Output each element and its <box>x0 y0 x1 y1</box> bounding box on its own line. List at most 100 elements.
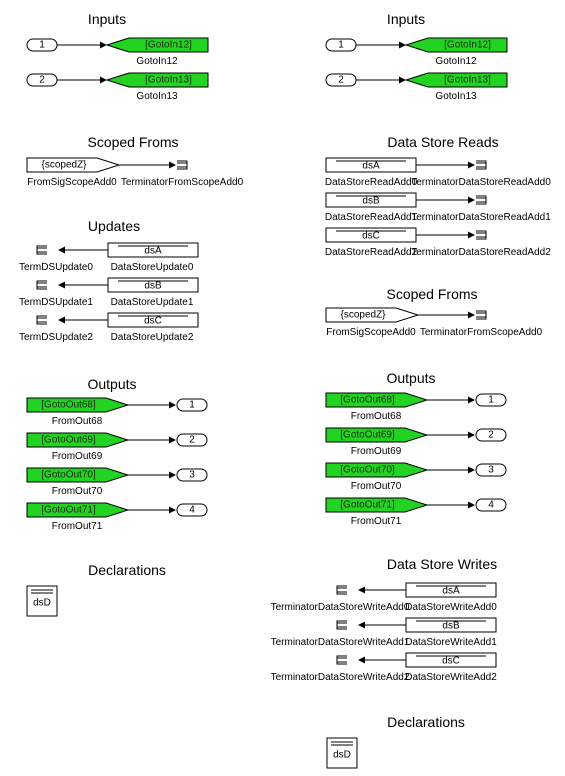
right-ds-read-1-store[interactable]: dsA <box>362 160 380 172</box>
left-from-out-label-1: FromOut68 <box>51 416 103 427</box>
right-ds-read-label-2: DataStoreReadAdd1 <box>324 212 418 223</box>
left-outport-2-number[interactable]: 2 <box>189 434 195 446</box>
left-from-out-label-2: FromOut69 <box>51 451 103 462</box>
right-term-read-label-1: TerminatorDataStoreReadAdd0 <box>411 177 551 188</box>
left-output-wire-1-arrowhead <box>169 401 176 409</box>
right-read-wire-2-arrowhead <box>468 196 475 204</box>
left-output-wire-2-arrowhead <box>169 436 176 444</box>
right-term-write-2 <box>336 620 347 630</box>
right-output-wire-1-arrowhead <box>468 396 475 404</box>
left-outputs-title: Outputs <box>87 376 137 392</box>
left-goto-in-label-2: GotoIn13 <box>136 91 178 102</box>
left-from-out-4 <box>26 502 130 518</box>
left-output-wire-4-arrowhead <box>169 506 176 514</box>
right-ds-read-label-1: DataStoreReadAdd0 <box>324 177 418 188</box>
right-output-wire-3-arrowhead <box>468 466 475 474</box>
left-outport-1-number[interactable]: 1 <box>189 399 195 411</box>
left-updates-title: Updates <box>87 218 141 234</box>
right-memory-block-store[interactable]: dsD <box>333 749 351 761</box>
left-memory-block <box>26 585 58 617</box>
right-terminator-scoped <box>476 310 487 320</box>
left-outport-3-number[interactable]: 3 <box>189 469 195 481</box>
right-scoped-wire-arrowhead <box>468 311 475 319</box>
left-ds-update-label-1: DataStoreUpdate0 <box>110 262 194 273</box>
right-inport-1-number[interactable]: 1 <box>338 39 344 51</box>
left-goto-in-2-tag[interactable]: [GotoIn13] <box>145 74 192 86</box>
left-outport-1 <box>176 398 208 412</box>
right-from-out-4-tag[interactable]: [GotoOut71] <box>340 499 395 511</box>
left-inport-2-number[interactable]: 2 <box>39 74 45 86</box>
right-goto-in-1 <box>404 37 508 53</box>
left-from-out-2-tag[interactable]: [GotoOut69] <box>41 434 96 446</box>
right-write-wire-3-arrowhead <box>358 656 365 664</box>
right-from-out-3-tag[interactable]: [GotoOut70] <box>340 464 395 476</box>
right-ds-write-2-store[interactable]: dsB <box>442 620 460 632</box>
right-write-wire-1-arrowhead <box>358 586 365 594</box>
right-outport-3-number[interactable]: 3 <box>488 464 494 476</box>
right-from-scoped-tag[interactable]: {scopedZ} <box>340 309 386 321</box>
right-goto-in-label-1: GotoIn12 <box>435 56 477 67</box>
left-term-update-2 <box>36 280 47 290</box>
right-ds-reads-title: Data Store Reads <box>387 134 499 150</box>
right-outport-1-number[interactable]: 1 <box>488 394 494 406</box>
right-ds-write-1-store[interactable]: dsA <box>442 585 460 597</box>
right-term-write-1 <box>336 585 347 595</box>
right-from-out-1-tag[interactable]: [GotoOut68] <box>340 394 395 406</box>
left-terminator-scoped-label: TerminatorFromScopeAdd0 <box>120 177 244 188</box>
left-update-wire-2-arrowhead <box>58 281 65 289</box>
left-from-out-3-tag[interactable]: [GotoOut70] <box>41 469 96 481</box>
right-term-read-label-2: TerminatorDataStoreReadAdd1 <box>411 212 551 223</box>
right-ds-read-2-store[interactable]: dsB <box>362 195 380 207</box>
left-goto-in-1-tag[interactable]: [GotoIn12] <box>145 39 192 51</box>
right-declarations-title: Declarations <box>387 714 465 730</box>
right-from-out-2 <box>325 427 429 443</box>
right-goto-in-2-tag[interactable]: [GotoIn13] <box>444 74 491 86</box>
left-from-out-1-tag[interactable]: [GotoOut68] <box>41 399 96 411</box>
right-term-read-2 <box>476 195 487 205</box>
right-write-wire-2-arrowhead <box>358 621 365 629</box>
left-from-out-4-tag[interactable]: [GotoOut71] <box>41 504 96 516</box>
right-inputs-title: Inputs <box>386 11 426 27</box>
right-output-wire-4-arrowhead <box>468 501 475 509</box>
right-ds-read-3-store[interactable]: dsC <box>362 230 380 242</box>
left-input-wire-2-arrowhead <box>100 76 107 84</box>
left-term-update-3 <box>36 315 47 325</box>
left-from-scoped-label: FromSigScopeAdd0 <box>27 177 117 188</box>
right-term-read-1 <box>476 160 487 170</box>
right-read-wire-1-arrowhead <box>468 161 475 169</box>
right-goto-in-1-tag[interactable]: [GotoIn12] <box>444 39 491 51</box>
right-from-out-4 <box>325 497 429 513</box>
left-from-out-label-4: FromOut71 <box>51 521 103 532</box>
right-from-out-2-tag[interactable]: [GotoOut69] <box>340 429 395 441</box>
right-inport-2-number[interactable]: 2 <box>338 74 344 86</box>
left-from-scoped <box>26 157 121 173</box>
left-outport-4 <box>176 503 208 517</box>
right-term-write-3 <box>336 655 347 665</box>
right-outport-2-number[interactable]: 2 <box>488 429 494 441</box>
left-from-scoped-tag[interactable]: {scopedZ} <box>41 159 87 171</box>
left-scoped-froms-title: Scoped Froms <box>87 134 179 150</box>
right-from-scoped <box>325 307 420 323</box>
right-from-out-label-2: FromOut69 <box>350 446 402 457</box>
left-inport-1-number[interactable]: 1 <box>39 39 45 51</box>
left-ds-update-3-store[interactable]: dsC <box>144 315 162 327</box>
right-outport-3 <box>475 463 507 477</box>
left-memory-block-store[interactable]: dsD <box>33 597 51 609</box>
right-outport-4 <box>475 498 507 512</box>
left-ds-update-1-store[interactable]: dsA <box>144 245 162 257</box>
right-outport-4-number[interactable]: 4 <box>488 499 494 511</box>
right-from-out-1 <box>325 392 429 408</box>
left-from-out-2 <box>26 432 130 448</box>
right-from-out-label-4: FromOut71 <box>350 516 402 527</box>
left-outport-3 <box>176 468 208 482</box>
right-ds-write-label-3: DataStoreWriteAdd2 <box>405 672 497 683</box>
right-goto-in-label-2: GotoIn13 <box>435 91 477 102</box>
right-input-wire-2-arrowhead <box>399 76 406 84</box>
right-from-scoped-label: FromSigScopeAdd0 <box>326 327 416 338</box>
right-ds-write-3-store[interactable]: dsC <box>442 655 460 667</box>
left-update-wire-1-arrowhead <box>58 246 65 254</box>
left-outport-2 <box>176 433 208 447</box>
left-ds-update-2-store[interactable]: dsB <box>144 280 162 292</box>
left-outport-4-number[interactable]: 4 <box>189 504 195 516</box>
